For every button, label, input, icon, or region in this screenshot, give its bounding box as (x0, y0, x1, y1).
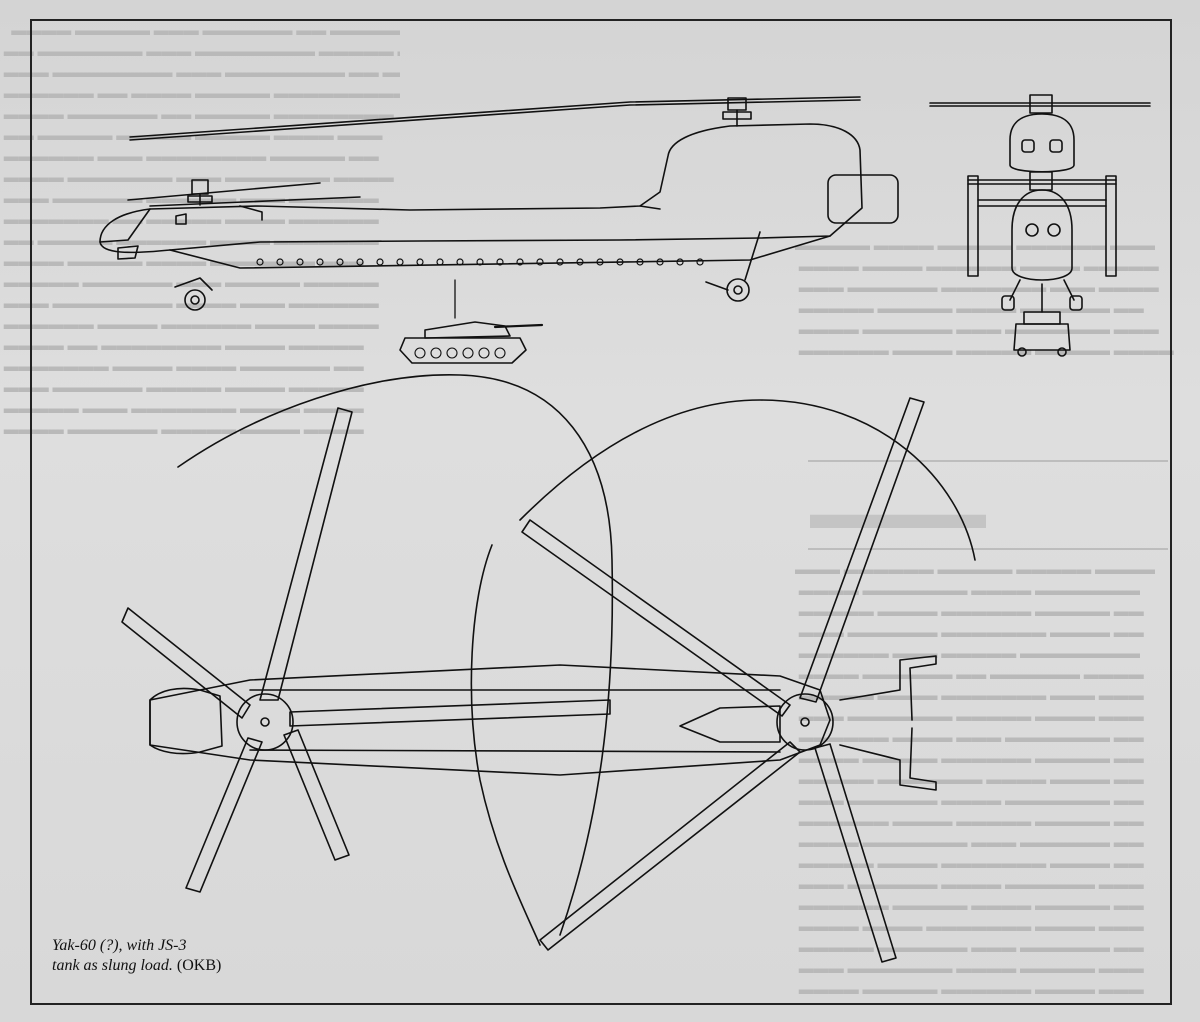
side-nose-line (99, 208, 151, 243)
figure-caption: Yak-60 (?), with JS-3 tank as slung load… (52, 936, 352, 976)
top-tail-nose (679, 705, 781, 743)
side-rear-rotor-head (722, 97, 752, 127)
top-front-blade-3 (185, 737, 263, 893)
top-stabilizer-upper (839, 655, 937, 721)
front-fin-left (967, 175, 979, 277)
top-front-blade-2 (121, 607, 251, 719)
front-lower-body (1011, 189, 1073, 281)
top-front-blade-1 (259, 407, 353, 701)
top-fuselage-outline (149, 664, 831, 776)
front-intake-right (1047, 223, 1061, 237)
figure-frame (30, 19, 1172, 1005)
side-rear-rotor-blade-edge (129, 99, 861, 141)
top-rear-rotor-hub-inner (800, 717, 810, 727)
top-nose (149, 687, 223, 755)
top-stabilizer-lower (839, 727, 937, 791)
front-view (929, 94, 1151, 357)
show-through-rule-1 (808, 460, 1168, 462)
front-lower-rotor-head (1029, 171, 1053, 191)
show-through-text-right: ▬▬▬▬▬ ▬▬▬▬ ▬▬▬▬▬ ▬▬▬▬▬▬ ▬▬▬ ▬▬▬▬ ▬▬▬▬ ▬▬… (795, 238, 1174, 359)
side-lower-fuselage (169, 235, 831, 269)
top-rear-blade-1 (799, 397, 925, 703)
side-front-rotor-head (187, 179, 213, 206)
top-front-rotor-hub (236, 693, 294, 751)
caption-line-1: Yak-60 (?), with JS-3 (52, 937, 187, 954)
side-fwd-pylon (239, 205, 263, 221)
side-cockpit-window (117, 245, 139, 260)
js3-tank (399, 321, 544, 364)
top-rear-rotor-hub (776, 693, 834, 751)
side-tail-fin (827, 174, 899, 224)
side-view (99, 96, 899, 364)
side-front-rotor-blade-lower (149, 196, 361, 207)
front-intake-left (1025, 223, 1039, 237)
side-rear-pylon-line (639, 205, 661, 210)
side-rear-gear (705, 231, 761, 302)
front-upper-window-right (1049, 139, 1063, 153)
caption-credit: (OKB) (176, 957, 222, 974)
side-fuselage-outline (99, 123, 863, 254)
show-through-rule-2 (808, 548, 1168, 550)
side-rear-rotor-blade (129, 96, 861, 138)
show-through-heading: ▬▬▬▬ (810, 489, 986, 538)
front-gear (1001, 279, 1083, 311)
caption-line-2: tank as slung load. (52, 957, 173, 974)
side-front-rotor-blade (127, 182, 321, 201)
top-view (121, 374, 976, 963)
front-fin-right (1105, 175, 1117, 277)
show-through-text-right-lower: ▬▬▬ ▬▬▬▬▬▬ ▬▬▬▬▬ ▬▬▬▬▬ ▬▬▬▬ ▬▬▬▬ ▬▬▬▬▬▬▬… (795, 562, 1155, 998)
top-front-blade-4 (283, 729, 350, 861)
top-rear-blade-2 (521, 519, 791, 717)
side-cockpit-window-2 (175, 213, 187, 225)
top-rear-blade-3 (539, 741, 801, 951)
top-rear-rotor-arc-lower (470, 544, 541, 946)
front-tank (1013, 311, 1071, 357)
show-through-text-left: ▬▬▬▬ ▬▬▬▬▬ ▬▬▬ ▬▬▬▬▬▬ ▬▬ ▬▬▬▬▬ ▬▬▬▬ ▬▬ ▬… (3, 23, 400, 438)
front-upper-window-left (1021, 139, 1035, 153)
front-upper-body (1009, 113, 1075, 173)
side-front-gear (174, 277, 213, 311)
top-front-rotor-hub-inner (260, 717, 270, 727)
top-fuselage-centerline-2 (249, 749, 781, 753)
top-rear-rotor-arc (519, 399, 976, 561)
front-upper-rotor-head (1029, 94, 1053, 114)
top-front-rotor-arc (177, 374, 614, 936)
top-rear-blade-4 (814, 743, 897, 963)
top-front-blade-5 (289, 699, 611, 727)
